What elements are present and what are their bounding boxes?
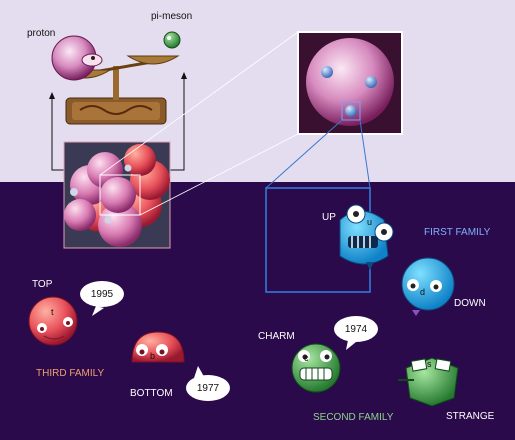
zoom-lines-quark	[265, 119, 371, 189]
up-quark-letter: u	[367, 217, 373, 227]
proton-zoom-panel	[297, 31, 403, 135]
top-quark-letter: t	[51, 307, 54, 317]
top-quark-label: TOP	[32, 279, 53, 290]
strange-quark-character	[398, 357, 459, 407]
right-arrowhead	[181, 72, 187, 79]
top-year-bubble: 1995	[80, 281, 124, 307]
bottom-quark-character	[131, 331, 185, 363]
pion-label: pi-meson	[151, 11, 193, 22]
bottom-year-bubble: 1977	[186, 375, 230, 401]
up-quark-character	[339, 204, 394, 270]
proton-cluster-panel	[63, 141, 171, 249]
left-arrowhead	[49, 92, 55, 99]
proton-on-scale	[51, 35, 103, 81]
proton-label: proton	[27, 28, 56, 39]
bottom-quark-letter: b	[150, 351, 156, 361]
down-quark-label: DOWN	[454, 298, 486, 309]
bottom-quark-label: BOTTOM	[130, 388, 173, 399]
strange-quark-label: STRANGE	[446, 411, 495, 422]
strange-quark-letter: s	[427, 359, 432, 369]
top-quark-character	[28, 296, 78, 346]
zoom-lines-proton	[99, 31, 299, 216]
down-quark-letter: d	[420, 287, 426, 297]
pion-on-scale	[163, 31, 181, 49]
charm-year-bubble: 1974	[334, 316, 378, 342]
second-family-label: SECOND FAMILY	[313, 412, 394, 423]
up-quark-label: UP	[322, 212, 336, 223]
charm-quark-character	[291, 343, 341, 393]
charm-quark-letter: c	[304, 353, 309, 363]
charm-quark-label: CHARM	[258, 331, 295, 342]
down-quark-character	[401, 257, 455, 316]
third-family-label: THIRD FAMILY	[36, 368, 105, 379]
first-family-label: FIRST FAMILY	[424, 227, 491, 238]
